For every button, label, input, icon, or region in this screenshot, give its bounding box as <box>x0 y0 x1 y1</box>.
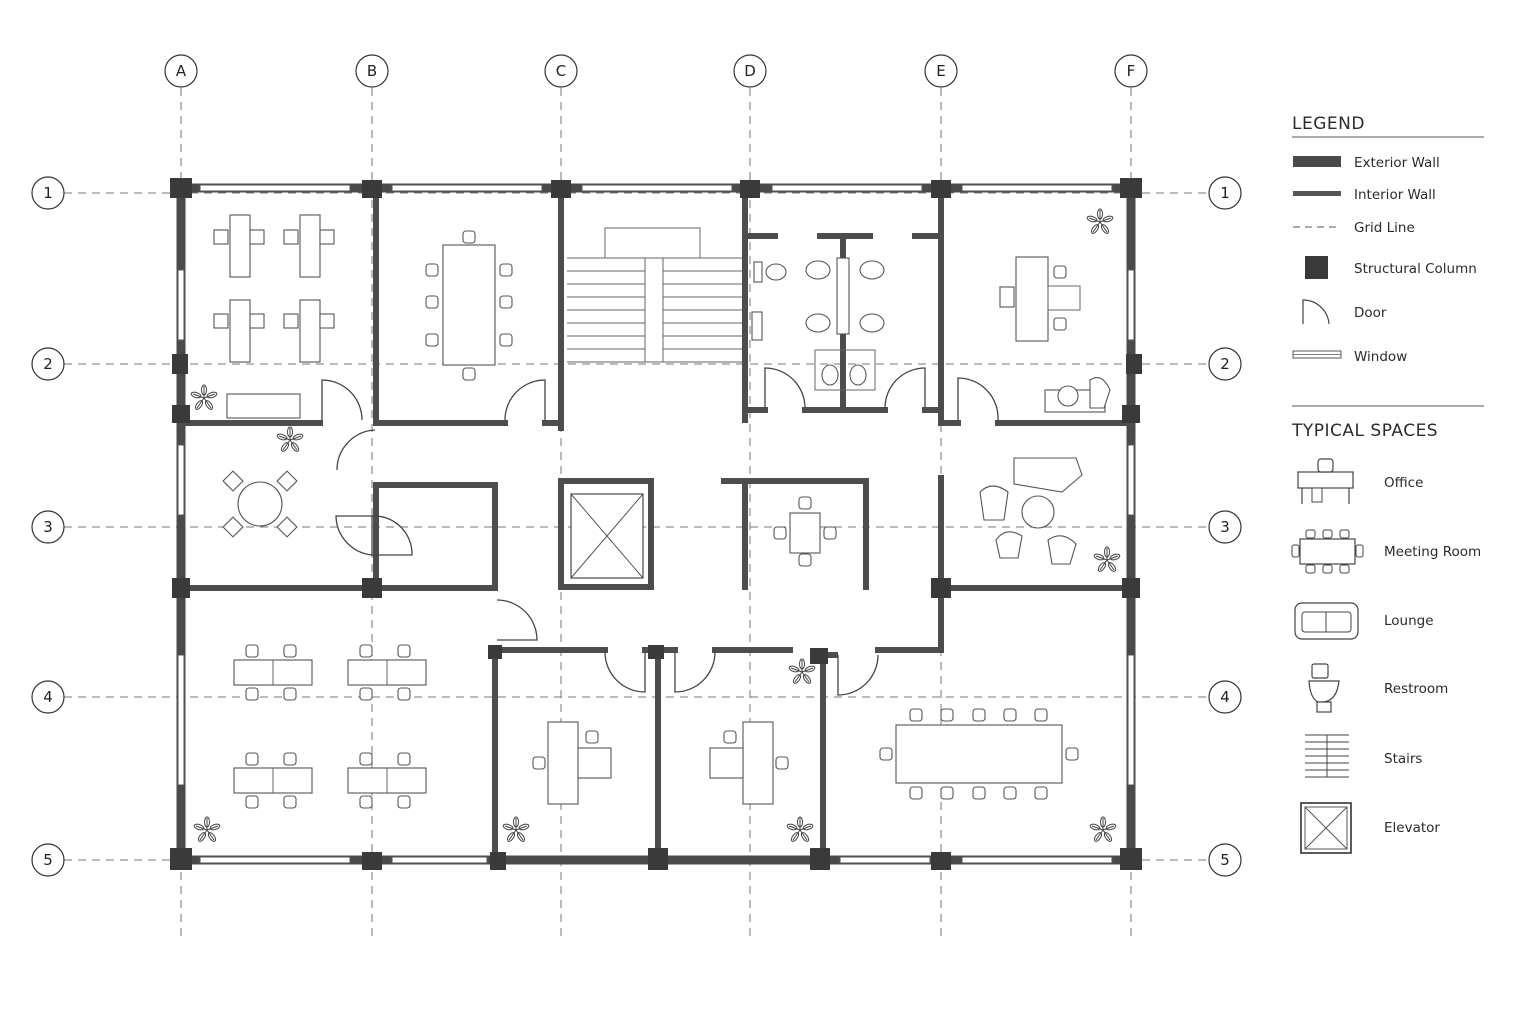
doors <box>321 367 999 696</box>
grid-marker-a: A <box>164 54 198 88</box>
door-icon <box>1302 299 1330 325</box>
svg-text:3: 3 <box>43 518 53 536</box>
structural-columns <box>170 178 1142 870</box>
grid-marker-b: B <box>355 54 389 88</box>
stairs-icon <box>1305 734 1349 778</box>
grid-marker-e: E <box>924 54 958 88</box>
open-office-a4 <box>192 644 427 844</box>
space-item-office: Office <box>1297 458 1423 504</box>
grid-marker-2-right: 2 <box>1208 347 1242 381</box>
grid-marker-3-right: 3 <box>1208 510 1242 544</box>
grid-marker-3-left: 3 <box>31 510 65 544</box>
svg-text:Structural Column: Structural Column <box>1354 261 1477 277</box>
legend-item-interior-wall: Interior Wall <box>1293 187 1436 203</box>
svg-text:5: 5 <box>1220 851 1230 869</box>
interior-walls <box>178 190 1134 863</box>
office-room-d4 <box>709 658 817 844</box>
office-room-c4 <box>501 721 612 844</box>
svg-text:B: B <box>367 62 377 80</box>
toilets <box>751 257 885 391</box>
legend-item-grid-line: Grid Line <box>1293 220 1415 236</box>
office-room-e1 <box>999 208 1115 413</box>
svg-text:Interior Wall: Interior Wall <box>1354 187 1436 203</box>
space-item-stairs: Stairs <box>1305 734 1422 778</box>
grid-marker-4-right: 4 <box>1208 680 1242 714</box>
svg-text:Stairs: Stairs <box>1384 751 1422 767</box>
svg-text:LEGEND: LEGEND <box>1292 114 1365 134</box>
grid-marker-5-right: 5 <box>1208 843 1242 877</box>
conference-room-e4 <box>879 708 1118 844</box>
svg-text:1: 1 <box>43 184 53 202</box>
space-item-meeting-room: Meeting Room <box>1291 529 1481 574</box>
legend: LEGEND Exterior Wall Interior Wall Grid … <box>1291 114 1484 854</box>
small-meeting-d3 <box>773 496 837 567</box>
exterior-wall-icon <box>1293 156 1341 167</box>
space-item-elevator: Elevator <box>1300 802 1440 854</box>
svg-text:4: 4 <box>1220 688 1230 706</box>
grid-marker-5-left: 5 <box>31 843 65 877</box>
meeting-room-b1 <box>425 230 513 381</box>
svg-text:Grid Line: Grid Line <box>1354 220 1415 236</box>
restroom-icon <box>1308 663 1340 713</box>
meeting-room-icon <box>1291 529 1364 574</box>
svg-text:Meeting Room: Meeting Room <box>1384 544 1481 560</box>
interior-wall-icon <box>1293 191 1341 196</box>
grid-column-markers: A B C D E F <box>164 54 1148 88</box>
stairs <box>567 227 742 363</box>
windows <box>177 184 1135 864</box>
grid-marker-2-left: 2 <box>31 347 65 381</box>
svg-text:2: 2 <box>1220 355 1230 373</box>
lounge-e3 <box>979 457 1122 574</box>
svg-text:Lounge: Lounge <box>1384 613 1434 629</box>
svg-text:A: A <box>176 62 187 80</box>
grid-marker-c: C <box>544 54 578 88</box>
svg-text:Door: Door <box>1354 305 1387 321</box>
grid-marker-4-left: 4 <box>31 680 65 714</box>
svg-text:2: 2 <box>43 355 53 373</box>
grid-marker-f: F <box>1114 54 1148 88</box>
legend-item-window: Window <box>1292 349 1407 365</box>
lounge-table-a3 <box>222 426 305 538</box>
svg-text:F: F <box>1127 62 1136 80</box>
svg-text:3: 3 <box>1220 518 1230 536</box>
structural-column-icon <box>1305 256 1328 279</box>
grid-row-markers: 1 2 3 4 5 1 2 3 4 5 <box>31 176 1242 877</box>
space-item-lounge: Lounge <box>1294 602 1434 640</box>
svg-text:5: 5 <box>43 851 53 869</box>
svg-text:Office: Office <box>1384 475 1423 491</box>
grid-marker-d: D <box>733 54 767 88</box>
svg-text:1: 1 <box>1220 184 1230 202</box>
svg-text:4: 4 <box>43 688 53 706</box>
legend-item-exterior-wall: Exterior Wall <box>1293 155 1440 171</box>
office-icon <box>1297 458 1354 504</box>
svg-text:Window: Window <box>1354 349 1407 365</box>
office-room-a1 <box>189 214 335 419</box>
svg-text:Elevator: Elevator <box>1384 820 1440 836</box>
restrooms <box>751 257 885 391</box>
svg-text:E: E <box>936 62 945 80</box>
grid-marker-1-left: 1 <box>31 176 65 210</box>
svg-text:C: C <box>556 62 566 80</box>
svg-text:D: D <box>744 62 756 80</box>
grid-marker-1-right: 1 <box>1208 176 1242 210</box>
legend-item-structural-column: Structural Column <box>1305 256 1477 279</box>
legend-item-door: Door <box>1302 299 1387 325</box>
space-item-restroom: Restroom <box>1308 663 1448 713</box>
svg-text:TYPICAL SPACES: TYPICAL SPACES <box>1291 421 1438 441</box>
svg-text:Restroom: Restroom <box>1384 681 1448 697</box>
elevator-icon <box>1300 802 1352 854</box>
lounge-icon <box>1294 602 1359 640</box>
svg-text:Exterior Wall: Exterior Wall <box>1354 155 1440 171</box>
